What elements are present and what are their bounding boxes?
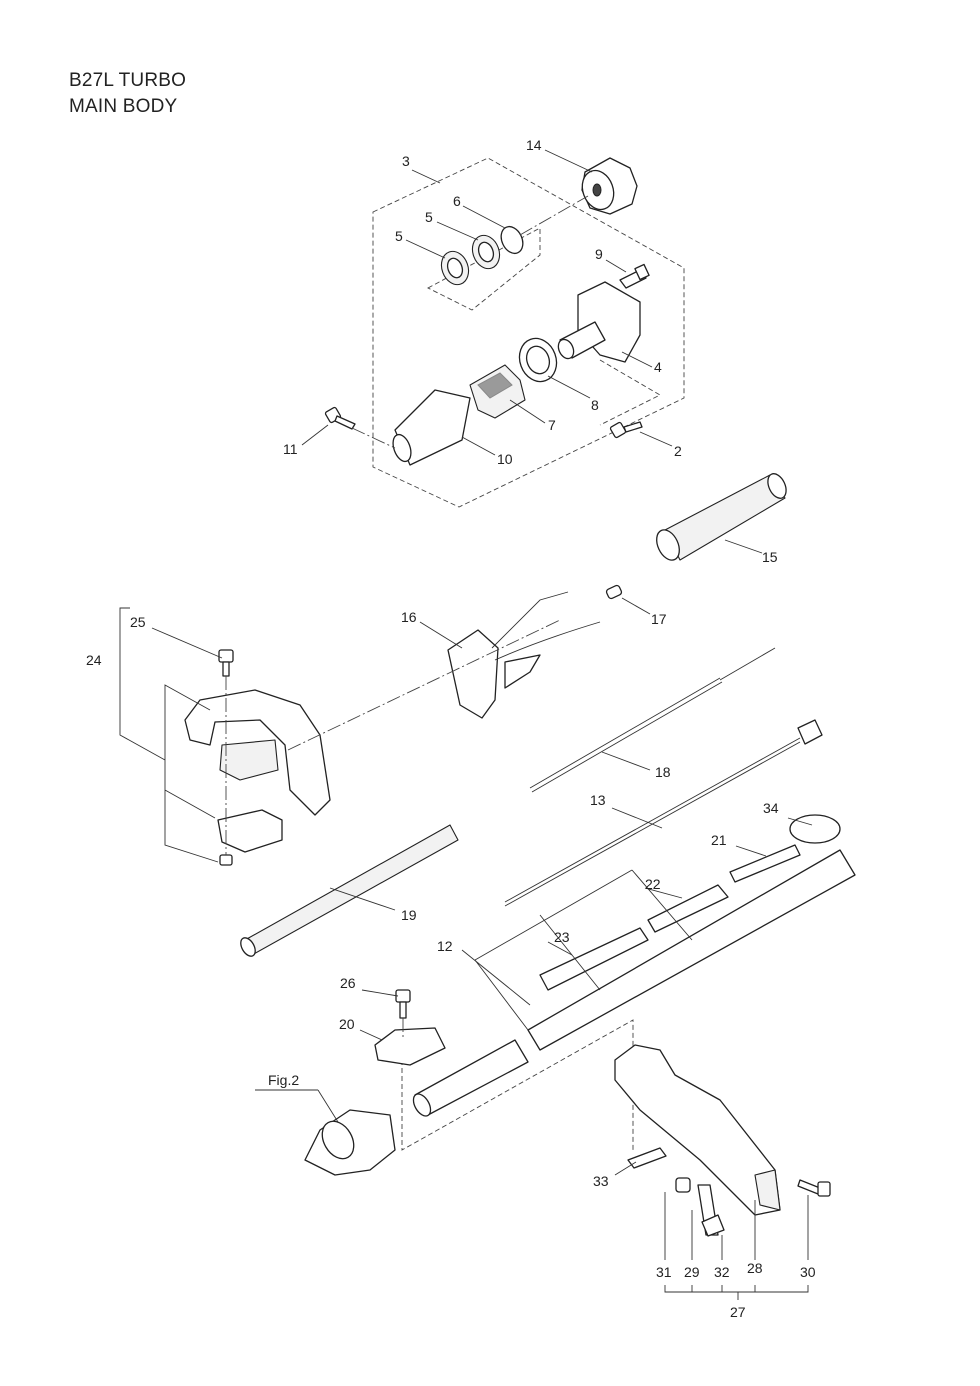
callout-5: 5	[425, 209, 433, 225]
decal-oval-part	[789, 814, 841, 844]
bolt-part	[218, 649, 234, 677]
callout-21: 21	[711, 832, 727, 848]
clamp-part	[374, 1027, 446, 1066]
callout-12: 12	[437, 938, 453, 954]
callout-9: 9	[595, 246, 603, 262]
main-pipe-part	[412, 849, 856, 1117]
cone-housing-part	[392, 389, 471, 466]
alignment-line	[519, 195, 589, 236]
callout-16: 16	[401, 609, 417, 625]
callout-32: 32	[714, 1264, 730, 1280]
handle-part	[184, 689, 331, 853]
callout-19: 19	[401, 907, 417, 923]
callout-24: 24	[86, 652, 102, 668]
callout-11: 11	[283, 441, 298, 457]
callout-33: 33	[593, 1173, 609, 1189]
housing-group-box	[599, 359, 661, 426]
plate-part	[701, 1214, 725, 1237]
gear-housing-part	[557, 281, 641, 363]
guard-bracket-part	[614, 1044, 781, 1216]
callout-27: 27	[730, 1304, 746, 1320]
washer-plate-part	[627, 1147, 667, 1169]
snap-ring-part	[500, 225, 524, 255]
throttle-cable-part	[529, 647, 776, 793]
callout-31: 31	[656, 1264, 672, 1280]
protective-coil-part	[240, 824, 459, 957]
callout-4: 4	[654, 359, 662, 375]
bolt-part	[797, 1179, 831, 1197]
bolt-part	[324, 406, 356, 430]
bearing-part	[440, 250, 470, 286]
callout-fig2: Fig.2	[268, 1072, 299, 1088]
bolt-part	[609, 421, 643, 439]
callout-10: 10	[497, 451, 513, 467]
nut-part	[675, 1177, 691, 1193]
bearing-part	[471, 234, 501, 270]
decal-part	[539, 927, 649, 991]
grouping-brackets	[119, 607, 809, 1300]
decal-part	[647, 884, 729, 933]
callout-28: 28	[747, 1260, 763, 1276]
callout-25: 25	[130, 614, 146, 630]
coupling-part	[469, 364, 526, 419]
decal-part	[729, 844, 801, 883]
callout-22: 22	[645, 876, 661, 892]
collar-part	[605, 584, 623, 600]
callout-23: 23	[554, 929, 570, 945]
callout-7: 7	[548, 417, 556, 433]
callout-5: 5	[395, 228, 403, 244]
callout-13: 13	[590, 792, 606, 808]
throttle-switch-part	[447, 591, 601, 719]
callout-30: 30	[800, 1264, 816, 1280]
bearing-group-box	[427, 227, 541, 311]
callout-26: 26	[340, 975, 356, 991]
clutch-drum-part	[581, 157, 638, 215]
gear-head-part	[304, 1109, 396, 1176]
grip-part	[656, 473, 787, 561]
callout-14: 14	[526, 137, 542, 153]
alignment-line	[351, 427, 396, 449]
callout-6: 6	[453, 193, 461, 209]
diagram-title-section: MAIN BODY	[69, 96, 178, 117]
callout-3: 3	[402, 153, 410, 169]
callout-8: 8	[591, 397, 599, 413]
assembly-box-3	[372, 157, 685, 508]
callout-15: 15	[762, 549, 778, 565]
gasket-part	[518, 337, 558, 383]
callout-20: 20	[339, 1016, 355, 1032]
bolt-part	[619, 263, 650, 289]
callout-29: 29	[684, 1264, 700, 1280]
callout-34: 34	[763, 800, 779, 816]
callout-17: 17	[651, 611, 667, 627]
callout-2: 2	[674, 443, 682, 459]
callout-18: 18	[655, 764, 671, 780]
bolt-part	[395, 989, 411, 1019]
nut-part	[219, 854, 233, 866]
diagram-title-model: B27L TURBO	[69, 70, 187, 91]
leader-lines	[151, 149, 813, 1260]
alignment-line	[287, 619, 561, 751]
